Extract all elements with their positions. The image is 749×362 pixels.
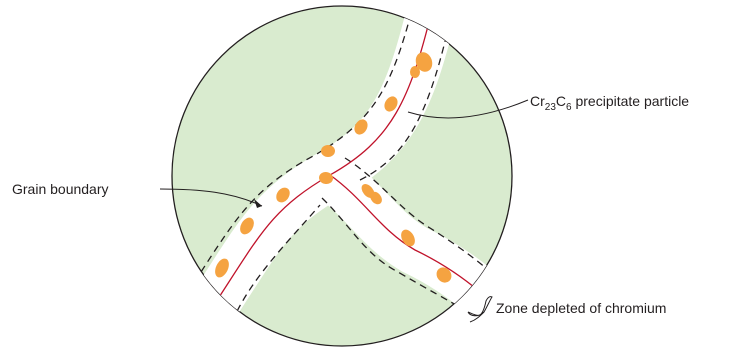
- depleted-zone-label: Zone depleted of chromium: [496, 300, 666, 316]
- grain-boundary-label: Grain boundary: [12, 181, 109, 197]
- precipitate-particle: [410, 66, 420, 78]
- precipitate-label: Cr23C6 precipitate particle: [530, 93, 689, 113]
- precipitate-particle: [321, 145, 335, 157]
- depleted-zone-bracket: [468, 297, 492, 316]
